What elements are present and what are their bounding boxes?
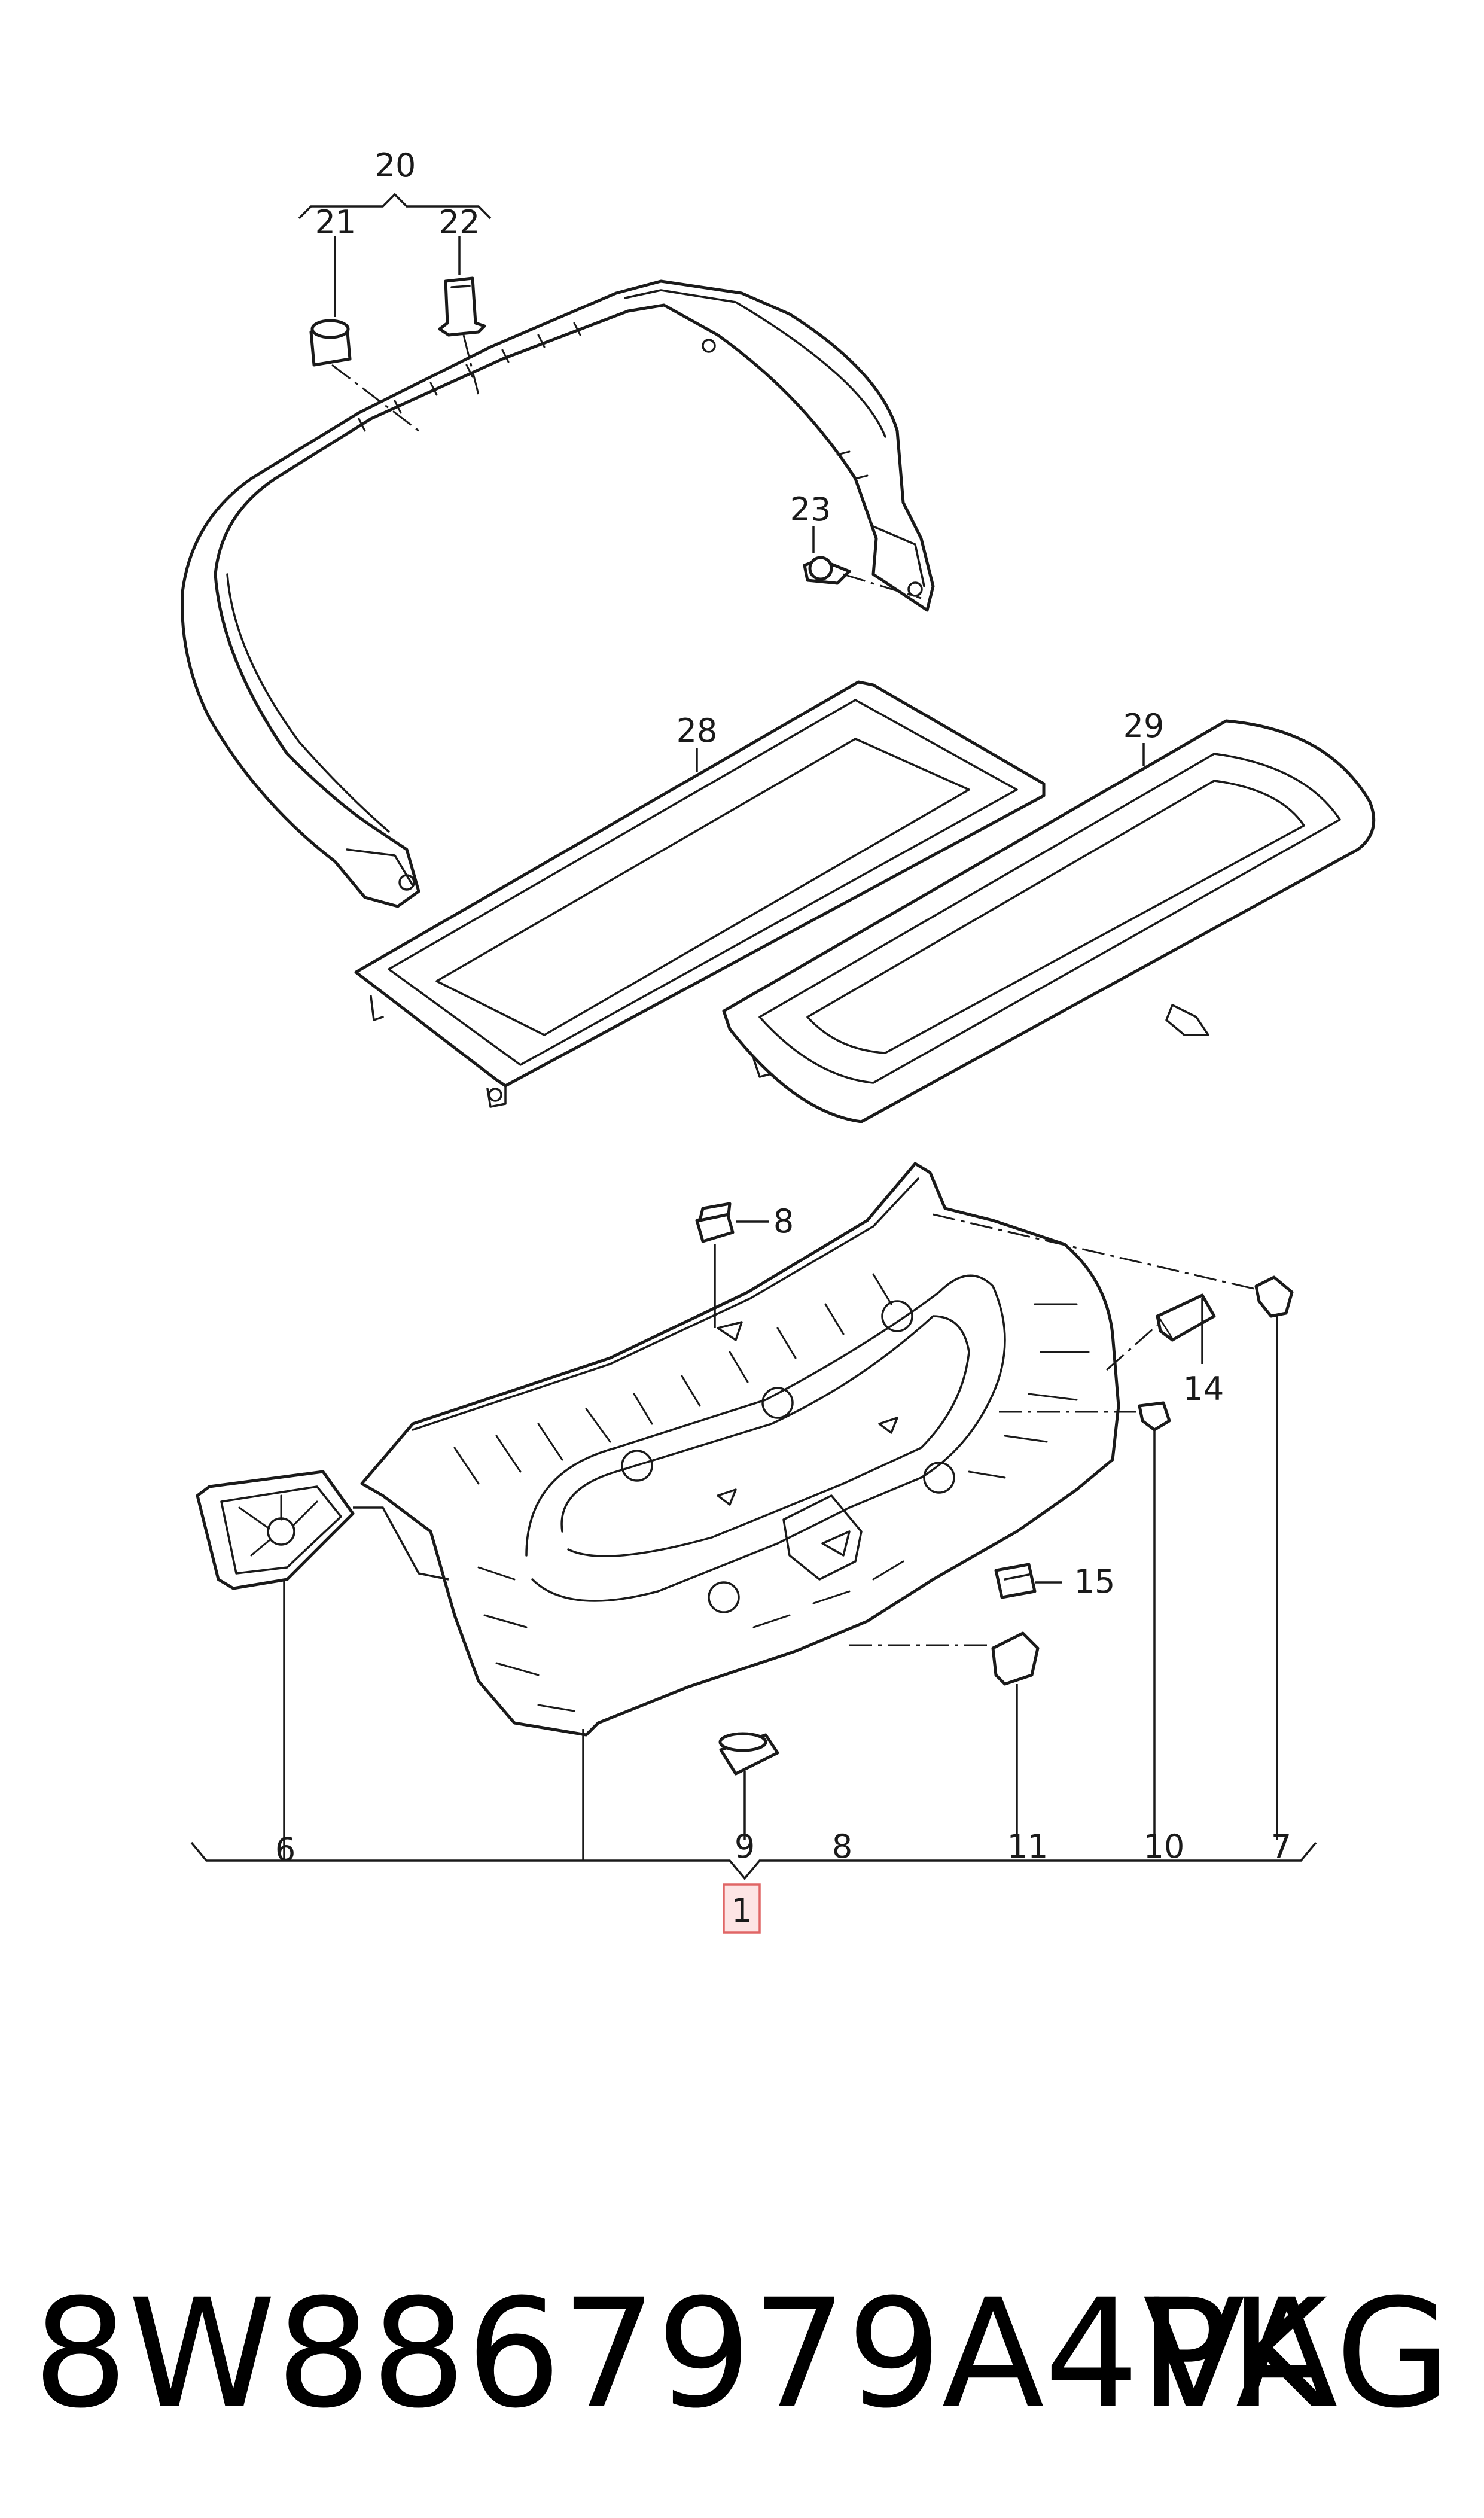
callout-22: 22 <box>439 203 480 241</box>
cover-cap-part-6 <box>196 1470 355 1590</box>
callout-8-clip: 8 <box>773 1202 794 1240</box>
callout-14: 14 <box>1183 1370 1224 1408</box>
callout-11: 11 <box>1007 1828 1049 1865</box>
callout-21: 21 <box>315 203 356 241</box>
callout-7: 7 <box>1271 1828 1291 1865</box>
clip-part-14 <box>1156 1293 1216 1342</box>
callout-10: 10 <box>1144 1828 1185 1865</box>
trunk-lid-trim-part-1 <box>360 1162 1120 1737</box>
callout-8-trim: 8 <box>832 1828 852 1865</box>
bottom-leaders <box>190 1213 1317 1880</box>
clip-part-22 <box>438 276 486 337</box>
callout-23: 23 <box>790 491 831 528</box>
trim-frame-part-20 <box>181 279 935 908</box>
highlight-box-1[interactable] <box>723 1883 761 1934</box>
callout-1-highlighted: 1 <box>732 1892 752 1929</box>
callout-15: 15 <box>1074 1563 1116 1600</box>
part-number: 8W8867979A4PK <box>33 2267 1328 2441</box>
callout-6: 6 <box>275 1831 295 1868</box>
clip-part-10 <box>1138 1401 1171 1432</box>
callout-9: 9 <box>735 1828 755 1865</box>
footer-caption: 8W8867979A4PK VAG <box>0 2255 1484 2453</box>
plug-part-9 <box>718 1732 779 1776</box>
clip-part-21 <box>309 319 352 367</box>
screw-part-23 <box>803 556 851 585</box>
cover-panel-part-29 <box>722 719 1376 1123</box>
cover-panel-part-28 <box>354 680 1046 1108</box>
clip-part-7 <box>1254 1275 1294 1318</box>
callout-group-20 <box>298 193 492 432</box>
brand-label: VAG <box>1142 2267 1451 2441</box>
cover-cap-part-11 <box>991 1631 1040 1686</box>
callout-29: 29 <box>1123 707 1165 745</box>
callout-28: 28 <box>677 712 718 750</box>
callout-20: 20 <box>375 147 416 184</box>
clip-part-15 <box>994 1563 1037 1599</box>
dashed-leader-23 <box>843 573 922 599</box>
clip-part-8 <box>695 1202 735 1243</box>
